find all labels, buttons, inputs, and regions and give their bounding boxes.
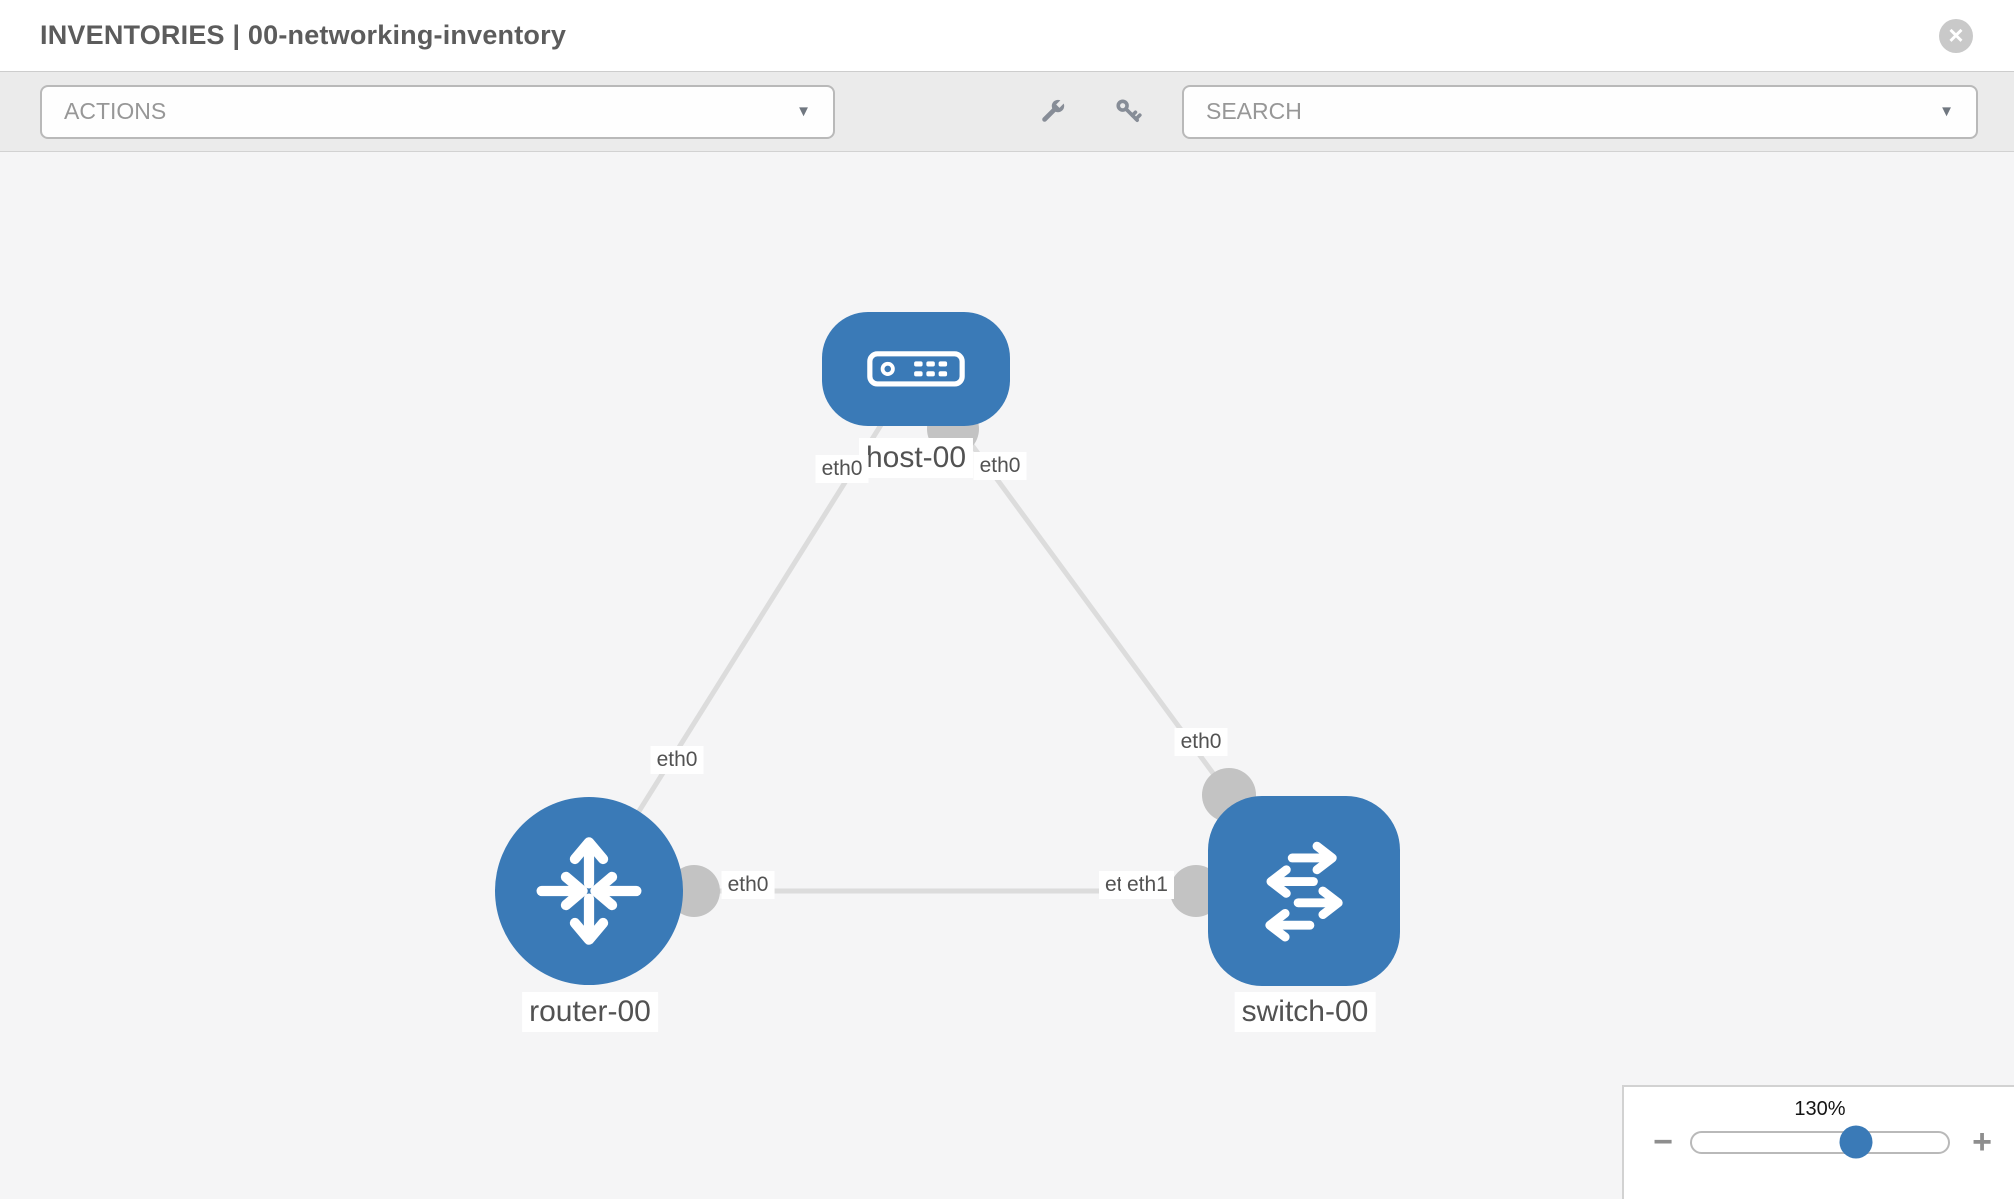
interface-label-switch-eth0-uplink: eth0 bbox=[1174, 728, 1228, 756]
titlebar: INVENTORIES | 00-networking-inventory × bbox=[0, 0, 2014, 72]
search-dropdown[interactable]: SEARCH ▼ bbox=[1182, 84, 1978, 139]
links-layer bbox=[586, 367, 1256, 917]
node-switch-00[interactable] bbox=[1208, 796, 1400, 986]
debug-tools-button[interactable] bbox=[1034, 94, 1070, 130]
key-icon bbox=[1115, 99, 1142, 122]
interface-label-host-eth0-right: eth0 bbox=[973, 452, 1027, 480]
close-button[interactable]: × bbox=[1939, 18, 1973, 53]
chevron-down-icon: ▼ bbox=[1939, 103, 1954, 120]
key-button[interactable] bbox=[1110, 94, 1146, 130]
actions-dropdown-label: ACTIONS bbox=[64, 98, 167, 124]
interface-label-router-eth0-link: eth0 bbox=[721, 871, 775, 899]
zoom-widget: 130% − + bbox=[1622, 1085, 2014, 1199]
zoom-in-button[interactable]: + bbox=[1962, 1125, 1992, 1159]
page-title: INVENTORIES | 00-networking-inventory bbox=[40, 20, 567, 50]
close-icon: × bbox=[1948, 19, 1964, 50]
interface-label-router-eth0-uplink: eth0 bbox=[650, 746, 704, 774]
node-label-switch: switch-00 bbox=[1234, 992, 1376, 1032]
plus-icon: + bbox=[1972, 1123, 1992, 1161]
minus-icon: − bbox=[1653, 1123, 1673, 1161]
interface-label-switch-eth1: eth1 bbox=[1121, 871, 1174, 899]
chevron-down-icon: ▼ bbox=[796, 103, 811, 120]
actions-dropdown[interactable]: ACTIONS ▼ bbox=[40, 84, 835, 139]
search-dropdown-label: SEARCH bbox=[1206, 98, 1302, 124]
node-router-00[interactable] bbox=[495, 797, 683, 985]
interface-label-host-eth0-left: eth0 bbox=[815, 455, 869, 483]
router-icon bbox=[536, 837, 642, 945]
toolbar: ACTIONS ▼ bbox=[0, 72, 2014, 152]
zoom-slider-thumb[interactable] bbox=[1839, 1125, 1873, 1159]
node-label-router: router-00 bbox=[522, 992, 658, 1032]
wrench-icon bbox=[1041, 98, 1065, 122]
toolbar-icon-group bbox=[1034, 94, 1146, 130]
zoom-controls: − + bbox=[1624, 1125, 2014, 1159]
node-host-00[interactable] bbox=[822, 312, 1010, 426]
zoom-slider[interactable] bbox=[1690, 1125, 1950, 1159]
node-label-host: host-00 bbox=[858, 438, 974, 478]
switch-icon bbox=[1265, 841, 1343, 942]
zoom-out-button[interactable]: − bbox=[1648, 1125, 1678, 1159]
topology-canvas[interactable]: host-00 router-00 switch-00 eth0 eth0 et… bbox=[0, 152, 2014, 1199]
host-device-icon bbox=[867, 351, 965, 387]
zoom-level-label: 130% bbox=[1794, 1098, 1846, 1120]
